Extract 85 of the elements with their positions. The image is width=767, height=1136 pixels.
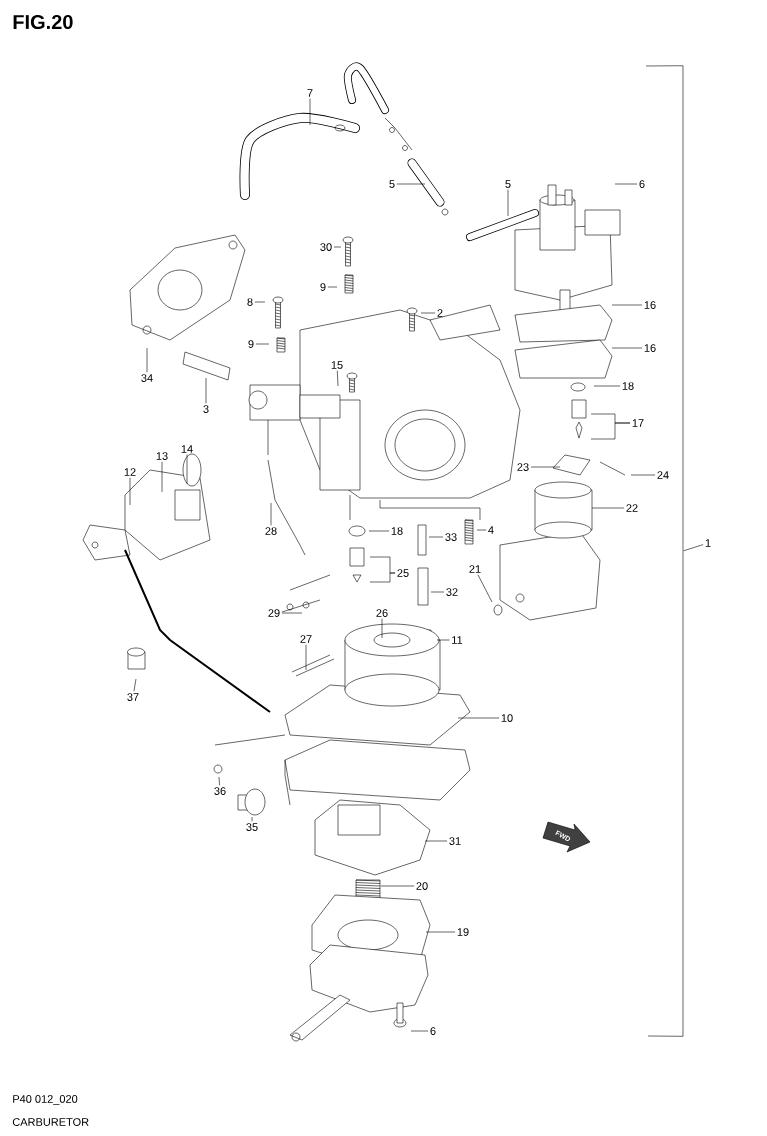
leader-line — [281, 612, 303, 614]
callout-number: 35 — [246, 823, 258, 831]
callout-number: 23 — [517, 463, 529, 471]
callout-number: 6 — [430, 1027, 436, 1035]
leader-line — [369, 572, 396, 583]
leader-line — [593, 385, 621, 387]
callout-number: 27 — [300, 635, 312, 643]
leader-line — [436, 639, 450, 641]
leader-line — [430, 591, 445, 593]
leader-line — [218, 776, 220, 786]
leader-line — [476, 529, 487, 531]
leader-line — [507, 189, 509, 217]
leader-line — [186, 454, 188, 485]
callout-number: 3 — [203, 405, 209, 413]
callout-number: 11 — [452, 636, 463, 644]
leader-line — [630, 474, 656, 476]
leader-line — [611, 347, 643, 349]
callout-number: 34 — [141, 374, 153, 382]
leader-line — [396, 183, 426, 185]
leader-line — [457, 717, 500, 719]
callout-number: 18 — [391, 527, 403, 535]
leader-line — [161, 461, 163, 493]
leader-line — [420, 312, 436, 314]
callout-number: 20 — [416, 882, 428, 890]
leader-line — [305, 644, 307, 671]
callout-number: 25 — [397, 569, 409, 577]
callout-number: 6 — [639, 180, 645, 188]
callout-number: 19 — [457, 928, 469, 936]
callout-number: 2 — [437, 309, 443, 317]
leader-line — [410, 1030, 429, 1032]
footer-text: CARBURETOR — [12, 1118, 89, 1126]
leader-line — [477, 574, 493, 603]
callout-number: 12 — [124, 468, 136, 476]
leader-line — [424, 840, 448, 842]
leader-line — [614, 183, 638, 185]
callout-number: 30 — [320, 243, 332, 251]
bracket — [645, 65, 684, 1037]
leader-line — [380, 885, 415, 887]
leader-line — [333, 246, 342, 248]
callout-number: 9 — [248, 340, 254, 348]
figure-title: FIG.20 — [13, 14, 73, 30]
callout-number: 32 — [446, 588, 458, 596]
callout-number: 33 — [445, 533, 457, 541]
leader-line — [425, 931, 456, 933]
callout-number: 26 — [376, 609, 388, 617]
callout-number: 37 — [127, 693, 139, 701]
leader-line — [611, 304, 643, 306]
callout-number: 29 — [268, 609, 280, 617]
leader-line — [591, 507, 625, 509]
callout-number: 18 — [622, 382, 634, 390]
callout-number: 9 — [320, 283, 326, 291]
leader-line — [336, 370, 339, 387]
leader-line — [530, 466, 561, 468]
callout-number: 21 — [469, 565, 481, 573]
callout-number: 10 — [501, 714, 513, 722]
leader-line — [270, 502, 272, 526]
footer-text: P40 012_020 — [13, 1095, 78, 1105]
leader-line — [255, 343, 270, 345]
callout-number: 7 — [307, 89, 313, 97]
callout-number: 17 — [632, 419, 644, 427]
callout-number: 4 — [488, 526, 494, 534]
leader-line — [146, 347, 148, 373]
leader-line — [683, 544, 704, 552]
callout-number: 22 — [626, 504, 638, 512]
callout-number: 31 — [449, 837, 461, 845]
callout-number: 13 — [156, 452, 168, 460]
callout-number: 1 — [705, 539, 711, 547]
leader-line — [381, 618, 383, 639]
leader-line — [327, 286, 338, 288]
leader-line — [251, 816, 253, 822]
callout-number: 15 — [331, 361, 343, 369]
callout-number: 36 — [214, 787, 226, 795]
leader-line — [590, 422, 631, 440]
leader-line — [129, 477, 131, 506]
leader-line — [428, 536, 444, 538]
leader-line — [309, 98, 311, 126]
callout-number: 8 — [247, 298, 253, 306]
callout-number: 28 — [265, 527, 277, 535]
callout-number: 5 — [389, 180, 395, 188]
leader-line — [368, 530, 390, 532]
callout-number: 14 — [181, 445, 193, 453]
leader-line — [254, 301, 266, 303]
callout-number: 5 — [505, 180, 511, 188]
leader-line — [205, 377, 207, 404]
leader-line — [133, 678, 137, 692]
